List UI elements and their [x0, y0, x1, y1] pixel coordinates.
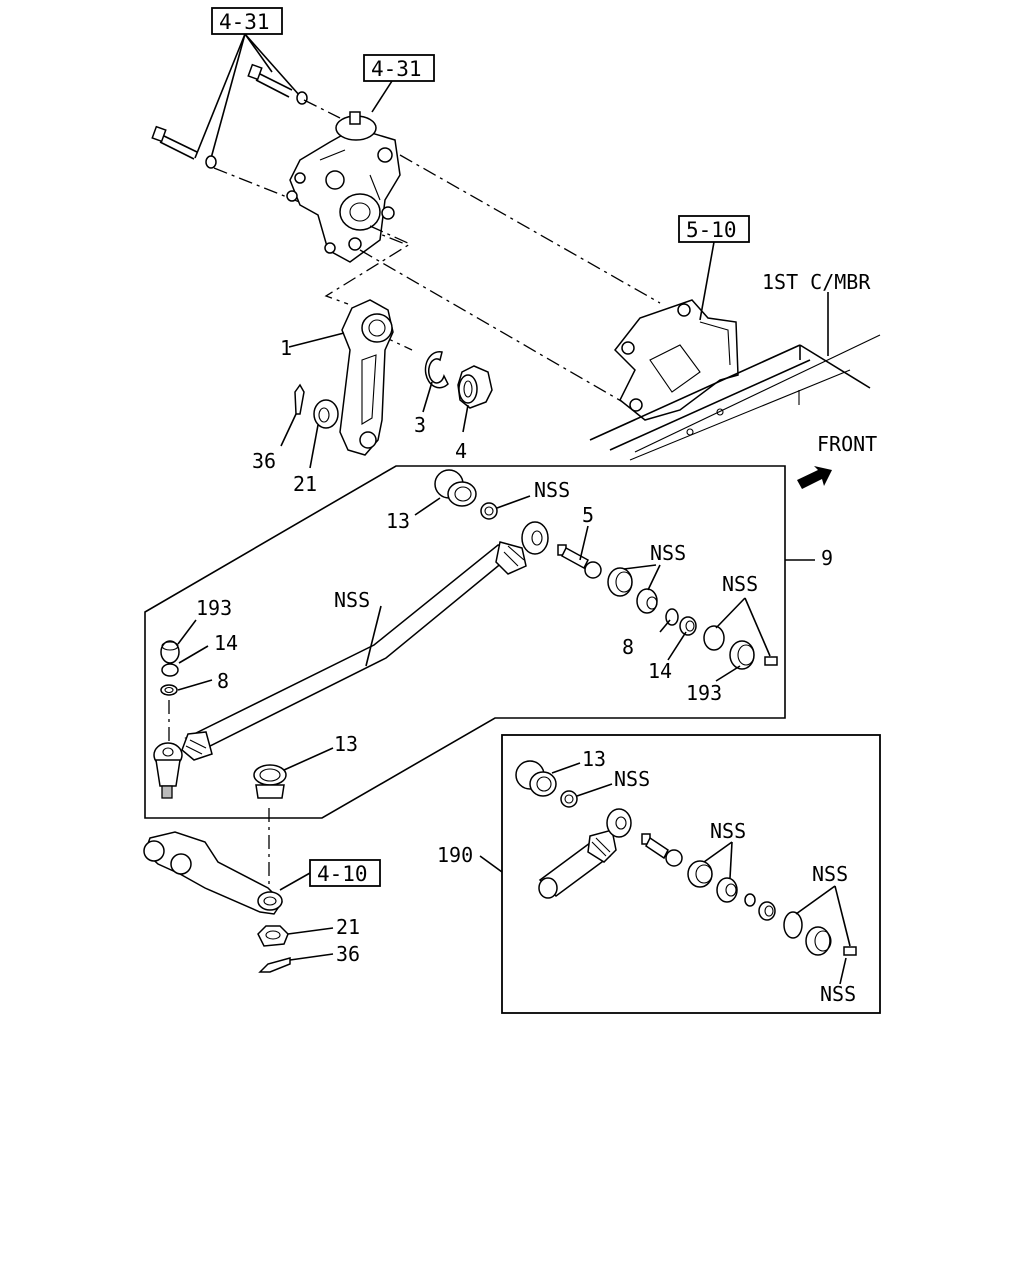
label-nss-right: NSS: [722, 572, 758, 596]
label-193-left: 193: [196, 596, 232, 620]
label-36-lower: 36: [336, 942, 360, 966]
label-8-right: 8: [622, 635, 634, 659]
label-1: 1: [280, 336, 292, 360]
nut-4: [457, 365, 493, 409]
nut-21-lower: [257, 925, 289, 947]
front-arrow-icon: [797, 466, 832, 489]
label-nss-top: NSS: [534, 478, 570, 502]
dust-boot-13-lower: [253, 764, 287, 799]
label-nss-seats: NSS: [650, 541, 686, 565]
part-14-left: [161, 663, 179, 677]
grease-nipple-nss: [764, 656, 778, 666]
ref-4-31-leaders: [194, 33, 393, 163]
kit190-ring-small: [744, 893, 756, 907]
label-13-top: 13: [386, 509, 410, 533]
steering-gear-box: [286, 111, 401, 263]
leader-1: [288, 332, 345, 348]
pitman-arm: [339, 299, 394, 456]
kit190-seat-b: [716, 877, 738, 903]
cotter-pin-36-top: [294, 383, 305, 415]
kit190-seal-nss: [560, 790, 578, 808]
dust-boot-13-top: [434, 469, 477, 507]
label-nss-kit190-right: NSS: [812, 862, 848, 886]
bolt-upper: [247, 63, 308, 105]
kit190-boot-13: [515, 760, 557, 797]
label-3: 3: [414, 413, 426, 437]
label-21-top: 21: [293, 472, 317, 496]
kit190-plug: [805, 926, 832, 956]
part-193-right: [729, 640, 755, 670]
bolt-lower: [151, 125, 217, 169]
label-nss-kit190-seats: NSS: [710, 819, 746, 843]
label-9: 9: [821, 546, 833, 570]
label-nss-kit190-top: NSS: [614, 767, 650, 791]
label-nss-tube: NSS: [334, 588, 370, 612]
part-8-left: [160, 684, 178, 696]
label-nss-kit190-bottom: NSS: [820, 982, 856, 1006]
ref-box-4-31-gear[interactable]: 4-31: [363, 54, 435, 82]
frame-crossmember: [589, 292, 881, 461]
kit-9-boundary: [144, 465, 786, 819]
cotter-pin-36-lower: [258, 957, 291, 973]
ref-box-4-31-top[interactable]: 4-31: [211, 7, 283, 35]
kit190-seat-a: [687, 860, 713, 888]
label-8-left: 8: [217, 669, 229, 693]
kit190-grease-nipple: [843, 946, 857, 956]
label-193-right: 193: [686, 681, 722, 705]
ring-nss-right: [703, 625, 725, 651]
ball-stud-5: [557, 544, 602, 579]
ref-box-5-10[interactable]: 5-10: [678, 215, 750, 243]
label-13-lower: 13: [334, 732, 358, 756]
front-label: FRONT: [817, 432, 877, 456]
ref-box-4-10[interactable]: 4-10: [309, 859, 381, 887]
crossmember-label: 1ST C/MBR: [762, 270, 871, 294]
drag-link-tube: [181, 521, 549, 761]
part-193-left: [160, 640, 180, 664]
knuckle-arm: [143, 831, 283, 915]
seal-nss-top: [480, 502, 498, 520]
kit190-bush: [758, 901, 776, 921]
frame-bracket: [614, 299, 739, 421]
ref-label-4-10: 4-10: [317, 862, 368, 886]
kit190-ring-nss: [783, 911, 803, 939]
kit-190-box: [501, 734, 881, 1014]
ref-label-4-31-gear: 4-31: [371, 57, 422, 81]
label-21-lower: 21: [336, 915, 360, 939]
label-4: 4: [455, 439, 467, 463]
ref-label-4-31-top: 4-31: [219, 10, 270, 34]
left-ball-joint: [153, 742, 183, 799]
ref-4-10-leader: [279, 872, 311, 891]
snap-ring-3: [424, 350, 449, 389]
kit190-ball-stud: [641, 833, 683, 867]
label-13-kit190: 13: [582, 747, 606, 771]
label-14-right: 14: [648, 659, 672, 683]
label-5: 5: [582, 503, 594, 527]
label-14-left: 14: [214, 631, 238, 655]
ref-5-10-leader: [699, 241, 715, 321]
kit190-tie-rod-end: [538, 808, 632, 899]
ref-label-5-10: 5-10: [686, 218, 737, 242]
part-14-right: [679, 616, 697, 636]
nut-21-top: [313, 399, 339, 429]
label-190: 190: [437, 843, 473, 867]
label-36-top: 36: [252, 449, 276, 473]
seat-nss-right-a: [607, 567, 633, 597]
seat-nss-right-b: [636, 588, 658, 614]
